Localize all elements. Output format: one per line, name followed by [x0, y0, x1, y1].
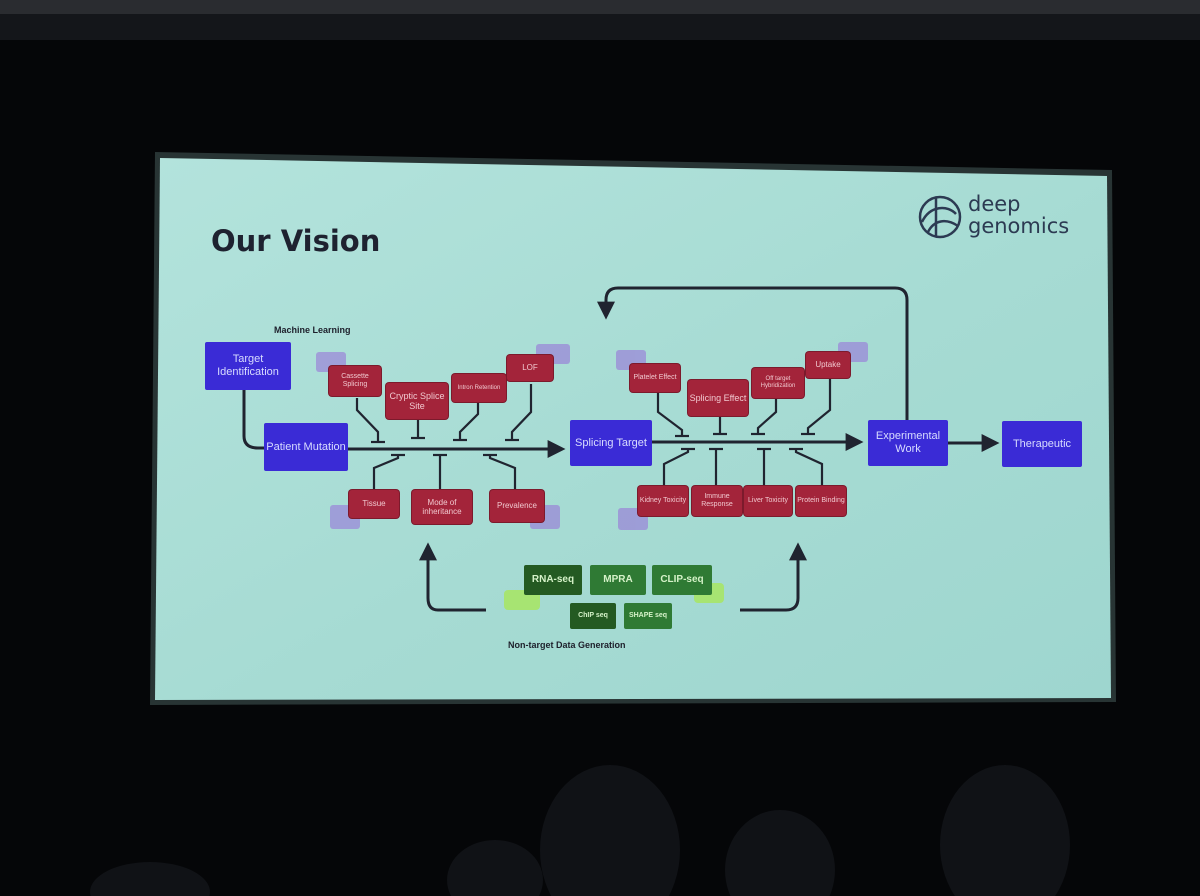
box-splicing-target: Splicing Target	[570, 420, 652, 466]
factor-cryptic-splice-site: Cryptic Splice Site	[386, 383, 448, 419]
factor-cassette-splicing: Cassette Splicing	[329, 366, 381, 396]
logo-text-genomics: genomics	[968, 214, 1070, 238]
box-experimental-work: Experimental Work	[868, 420, 948, 466]
factor-platelet-effect: Platelet Effect	[630, 364, 680, 392]
slide-title: Our Vision	[211, 224, 381, 258]
factor-mode-of-inheritance: Mode of inheritance	[412, 490, 472, 524]
factor-tissue: Tissue	[349, 490, 399, 518]
box-therapeutic: Therapeutic	[1002, 421, 1082, 467]
data-mpra: MPRA	[590, 565, 646, 595]
factor-protein-binding: Protein Binding	[796, 486, 846, 516]
data-shape-seq: SHAPE seq	[624, 603, 672, 629]
caption-machine-learning: Machine Learning	[274, 325, 351, 335]
factor-immune-response: Immune Response	[692, 486, 742, 516]
factor-lof: LOF	[507, 355, 553, 381]
audience-silhouettes	[90, 765, 1070, 896]
box-target-identification: Target Identification	[205, 342, 291, 390]
diagram-connectors	[242, 286, 1000, 612]
factor-prevalence: Prevalence	[490, 490, 544, 522]
data-chip-seq: ChIP seq	[570, 603, 616, 629]
factor-kidney-toxicity: Kidney Toxicity	[638, 486, 688, 516]
target-factor-links	[656, 378, 832, 486]
factor-intron-retention: Intron Retention	[452, 374, 506, 402]
logo-text-deep: deep	[968, 192, 1021, 216]
factor-off-target-hybridization: Off target Hybridization	[752, 368, 804, 398]
factor-liver-toxicity: Liver Toxicity	[744, 486, 792, 516]
data-clip-seq: CLIP-seq	[652, 565, 712, 595]
factor-uptake: Uptake	[806, 352, 850, 378]
box-patient-mutation: Patient Mutation	[264, 423, 348, 471]
ml-factor-links	[355, 384, 533, 490]
data-rna-seq: RNA-seq	[524, 565, 582, 595]
factor-splicing-effect: Splicing Effect	[688, 380, 748, 416]
caption-non-target-data-generation: Non-target Data Generation	[508, 640, 626, 650]
deep-genomics-logo-icon	[918, 195, 962, 239]
